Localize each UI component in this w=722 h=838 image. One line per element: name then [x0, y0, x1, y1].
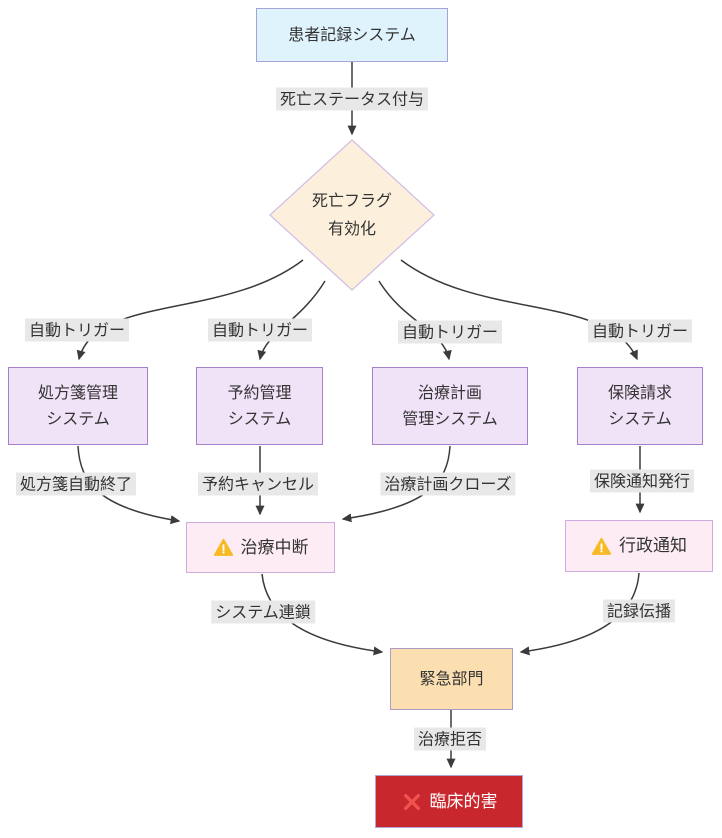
edge-label-record-propagation: 記録伝播 [602, 599, 676, 623]
node-treatment-plan-system: 治療計画 管理システム [372, 367, 528, 445]
edge-admin-notice-to-emergency [519, 572, 640, 656]
node-emergency-department: 緊急部門 [390, 648, 513, 710]
decision-diamond-shape [269, 139, 435, 291]
node-label-line: 処方箋管理 [37, 383, 118, 402]
node-prescription-system: 処方箋管理 システム [8, 367, 148, 445]
edge-label-auto-trigger-1: 自動トリガー [24, 318, 130, 342]
cross-icon [401, 791, 423, 813]
node-label: 患者記録システム [288, 25, 416, 44]
edge-label-treatment-plan-close: 治療計画クローズ [380, 472, 516, 496]
node-patient-record-system: 患者記録システム [256, 8, 448, 62]
node-label: 行政通知 [619, 536, 687, 556]
node-label-line: 管理システム [402, 409, 498, 428]
node-insurance-claim-system: 保険請求 システム [577, 367, 703, 445]
node-label-line: 保険請求 [607, 383, 672, 402]
edge-label-death-status-assign: 死亡ステータス付与 [275, 87, 429, 111]
node-appointment-system: 予約管理 システム [196, 367, 323, 445]
node-label-line: 予約管理 [227, 383, 292, 402]
warning-icon [213, 537, 234, 558]
node-administrative-notice: 行政通知 [565, 520, 713, 572]
node-label: 緊急部門 [419, 669, 484, 688]
node-label-line: システム [608, 409, 672, 428]
edge-label-insurance-notice-issue: 保険通知発行 [589, 469, 695, 493]
edge-label-system-chain: システム連鎖 [211, 600, 315, 624]
edge-label-auto-trigger-4: 自動トリガー [587, 319, 693, 343]
edge-label-auto-trigger-2: 自動トリガー [207, 318, 313, 342]
edge-label-appointment-cancel: 予約キャンセル [197, 472, 319, 496]
edge-label-auto-trigger-3: 自動トリガー [397, 320, 503, 344]
node-label-line: 治療計画 [417, 383, 482, 402]
edge-label-prescription-auto-end: 処方箋自動終了 [15, 472, 137, 496]
node-death-flag-decision: 死亡フラグ 有効化 [312, 187, 392, 243]
node-label: 臨床的害 [429, 791, 498, 812]
warning-icon [591, 536, 612, 557]
node-treatment-interruption: 治療中断 [186, 522, 335, 573]
node-label-line: 有効化 [327, 219, 377, 238]
node-label-line: システム [227, 409, 292, 428]
edge-decision-to-prescription [76, 259, 304, 361]
node-label-line: システム [46, 409, 110, 428]
node-label: 治療中断 [240, 537, 309, 558]
edge-label-treatment-refusal: 治療拒否 [413, 727, 487, 751]
node-clinical-harm: 臨床的害 [375, 775, 523, 828]
node-label-line: 死亡フラグ [311, 191, 393, 210]
edge-decision-to-insurance [400, 259, 638, 361]
